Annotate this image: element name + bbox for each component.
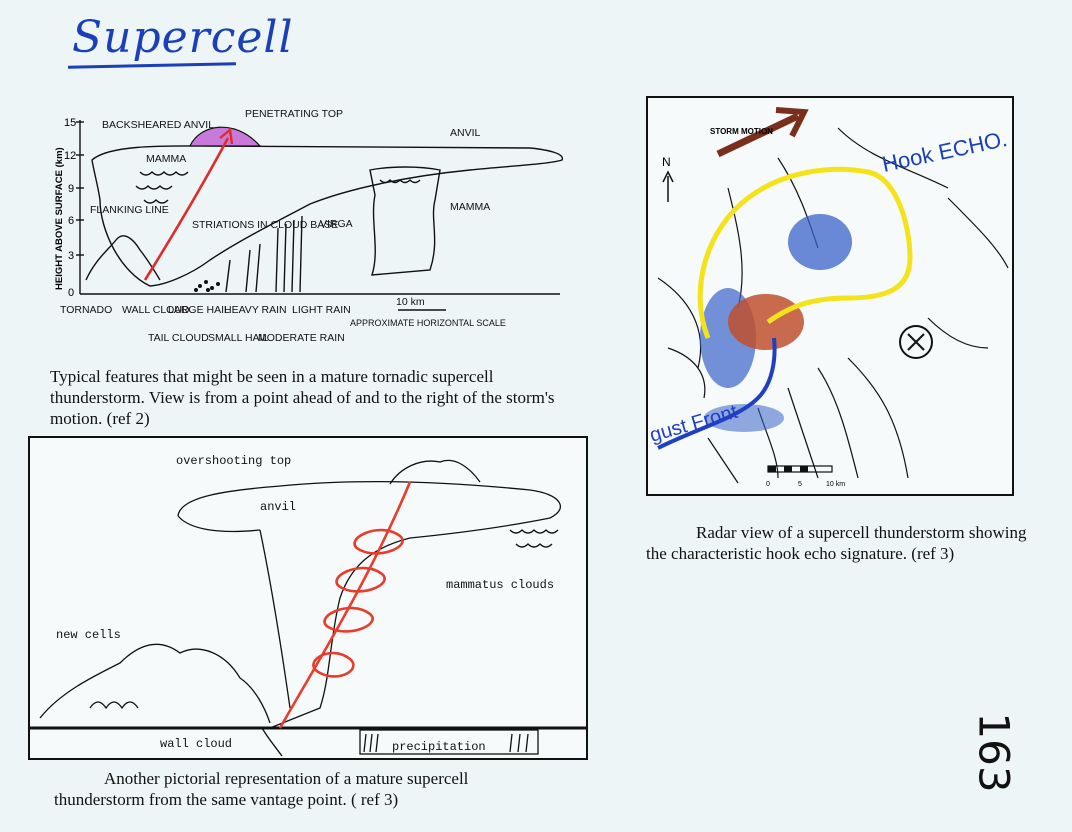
y-tick-3: 3	[68, 250, 74, 262]
y-tick-15: 15	[64, 117, 76, 129]
label-overshooting-top: overshooting top	[176, 454, 291, 468]
pictorial-panel: overshooting top anvil mammatus clouds n…	[28, 436, 588, 760]
label-precipitation: precipitation	[392, 740, 486, 754]
label-penetrating-top: PENETRATING TOP	[245, 108, 343, 120]
y-tick-12: 12	[64, 150, 76, 162]
radar-panel: STORM MOTION N Hook ECHO. gust Front 0 5…	[646, 96, 1014, 496]
label-striations: STRIATIONS IN CLOUD BASE	[192, 219, 338, 231]
label-wall-cloud-2: wall cloud	[160, 737, 232, 751]
label-mamma-left: MAMMA	[146, 153, 186, 165]
supercell-cross-section: HEIGHT ABOVE SURFACE (km) 15 12 9 6 3 0 …	[54, 108, 564, 344]
radar-scale-0: 0	[766, 481, 770, 488]
y-tick-9: 9	[68, 183, 74, 195]
label-new-cells: new cells	[56, 628, 121, 642]
label-small-hail: SMALL HAIL	[208, 332, 268, 344]
label-heavy-rain: HEAVY RAIN	[224, 304, 287, 316]
label-gust-front: gust Front	[648, 401, 740, 447]
page-title: Supercell	[72, 12, 294, 63]
label-scale-length: 10 km	[396, 296, 425, 308]
label-light-rain: LIGHT RAIN	[292, 304, 351, 316]
label-mamma-right: MAMMA	[450, 201, 490, 213]
label-large-hail: LARGE HAIL	[168, 304, 230, 316]
y-tick-0: 0	[68, 287, 74, 299]
label-anvil: ANVIL	[450, 127, 481, 139]
label-north: N	[662, 155, 671, 169]
label-mammatus: mammatus clouds	[446, 578, 554, 592]
label-hook-echo: Hook ECHO.	[880, 126, 1010, 177]
radar-scale-10km: 10 km	[826, 481, 845, 488]
label-tornado: TORNADO	[60, 304, 112, 316]
label-anvil-2: anvil	[260, 500, 296, 514]
page-number: 163	[969, 712, 1019, 793]
pictorial-supercell: overshooting top anvil mammatus clouds n…	[30, 454, 586, 757]
radar-view: STORM MOTION N Hook ECHO. gust Front 0 5…	[647, 107, 1010, 488]
label-virga: VIRGA	[320, 218, 353, 230]
y-tick-6: 6	[68, 215, 74, 227]
label-scale-desc: APPROXIMATE HORIZONTAL SCALE	[350, 318, 506, 328]
label-wall-cloud: WALL CLOUD	[122, 304, 190, 316]
label-flanking-line: FLANKING LINE	[90, 204, 169, 216]
title-underline	[67, 62, 237, 69]
radar-scale-5: 5	[798, 481, 802, 488]
diagram1-caption: Typical features that might be seen in a…	[50, 367, 555, 428]
radar-caption: Radar view of a supercell thunderstorm s…	[646, 523, 1027, 563]
label-tail-cloud: TAIL CLOUD	[148, 332, 209, 344]
label-moderate-rain: MODERATE RAIN	[258, 332, 345, 344]
label-storm-motion: STORM MOTION	[710, 127, 773, 136]
y-axis-label: HEIGHT ABOVE SURFACE (km)	[54, 147, 65, 290]
diagram2-caption: Another pictorial representation of a ma…	[54, 769, 469, 809]
label-backsheared-anvil: BACKSHEARED ANVIL	[102, 119, 214, 131]
